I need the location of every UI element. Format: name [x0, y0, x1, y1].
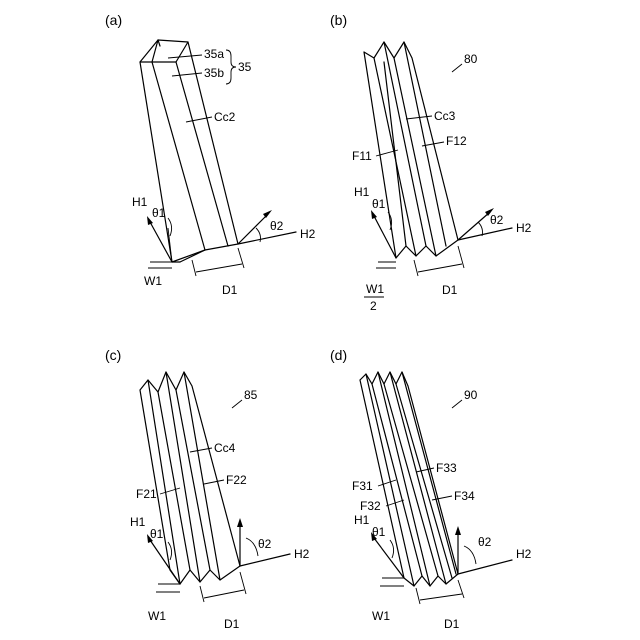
label-theta2-b: θ2 — [490, 213, 504, 227]
label-theta1-d: θ1 — [372, 525, 386, 539]
panel-c-label: (c) — [105, 347, 121, 363]
prism-c — [140, 372, 240, 584]
label-h1-c: H1 — [130, 515, 146, 529]
angle-theta1-c — [168, 542, 172, 560]
label-w1-b: W1 — [366, 282, 384, 296]
label-35: 35 — [238, 60, 252, 74]
label-ref-85: 85 — [244, 388, 258, 402]
angle-theta2-c — [246, 538, 258, 556]
prism-b — [364, 42, 458, 258]
panel-b-label: (b) — [330, 12, 347, 28]
label-w1-c: W1 — [148, 609, 166, 623]
label-theta1-c: θ1 — [150, 527, 164, 541]
panel-c: (c) 85 Cc4 F21 F22 H1 θ1 H2 θ2 W1 — [105, 347, 310, 631]
label-d1-b: D1 — [442, 283, 458, 297]
panel-a: (a) 35a 35b 35 Cc2 H1 θ1 H2 — [105, 12, 316, 297]
label-f11: F11 — [352, 149, 372, 163]
panel-b: (b) 80 Cc3 F11 F12 H1 θ1 H2 θ2 W1 — [330, 12, 532, 313]
label-f31: F31 — [352, 479, 373, 493]
label-ref-80: 80 — [464, 52, 478, 66]
label-h1-d: H1 — [354, 513, 370, 527]
label-d1-d: D1 — [444, 617, 460, 631]
label-f21: F21 — [136, 487, 157, 501]
angle-theta1-d — [390, 540, 394, 558]
label-h2-b: H2 — [516, 221, 532, 235]
prism-d — [360, 372, 458, 586]
label-d1-c: D1 — [224, 617, 240, 631]
panel-a-label: (a) — [105, 12, 122, 28]
label-cc2: Cc2 — [214, 110, 236, 124]
panel-d-label: (d) — [330, 347, 347, 363]
label-theta2-a: θ2 — [270, 219, 284, 233]
label-f32: F32 — [360, 499, 381, 513]
label-d1-a: D1 — [222, 283, 238, 297]
label-f22: F22 — [226, 473, 247, 487]
label-theta2-d: θ2 — [478, 535, 492, 549]
label-h2-c: H2 — [294, 547, 310, 561]
label-w1-b-den: 2 — [370, 299, 377, 313]
label-f12: F12 — [446, 134, 467, 148]
label-35b: 35b — [204, 66, 224, 80]
label-35a: 35a — [204, 47, 224, 61]
angle-theta2-b — [478, 222, 483, 236]
label-theta1-a: θ1 — [152, 206, 166, 220]
label-ref-90: 90 — [464, 388, 478, 402]
label-w1-a: W1 — [144, 274, 162, 288]
label-cc4: Cc4 — [214, 441, 236, 455]
panel-d: (d) 90 F31 F32 F33 F34 H1 θ1 H2 θ2 — [330, 347, 532, 631]
angle-theta2-d — [464, 546, 476, 564]
label-h2-a: H2 — [300, 227, 316, 241]
label-h2-d: H2 — [516, 547, 532, 561]
label-f33: F33 — [436, 461, 457, 475]
label-h1-b: H1 — [354, 185, 370, 199]
brace-35 — [226, 50, 236, 84]
label-cc3: Cc3 — [434, 109, 456, 123]
label-theta2-c: θ2 — [258, 537, 272, 551]
label-theta1-b: θ1 — [372, 197, 386, 211]
label-f34: F34 — [454, 489, 475, 503]
label-h1-a: H1 — [132, 195, 148, 209]
label-w1-d: W1 — [372, 609, 390, 623]
